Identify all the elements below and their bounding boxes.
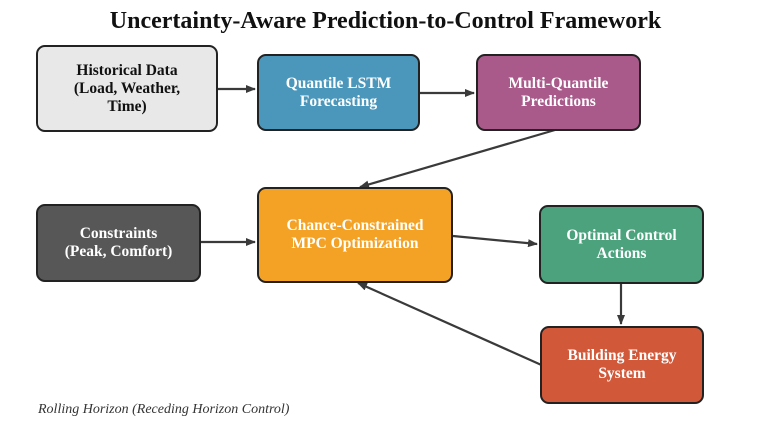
arrow-mpc-to-control <box>452 234 538 248</box>
node-quantile-lstm-forecasting: Quantile LSTM Forecasting <box>257 54 420 131</box>
diagram-title: Uncertainty-Aware Prediction-to-Control … <box>109 8 662 34</box>
node-mpc-optimization: Chance-Constrained MPC Optimization <box>257 187 453 283</box>
node-constraints: Constraints (Peak, Comfort) <box>36 204 201 282</box>
diagram-caption: Rolling Horizon (Receding Horizon Contro… <box>38 402 290 417</box>
arrow-quantile-to-mpc <box>359 128 556 189</box>
node-optimal-control-actions: Optimal Control Actions <box>539 205 704 284</box>
node-historical-data: Historical Data (Load, Weather, Time) <box>36 45 218 132</box>
node-multi-quantile-predictions: Multi-Quantile Predictions <box>476 54 641 131</box>
node-building-energy-system: Building Energy System <box>540 326 704 404</box>
